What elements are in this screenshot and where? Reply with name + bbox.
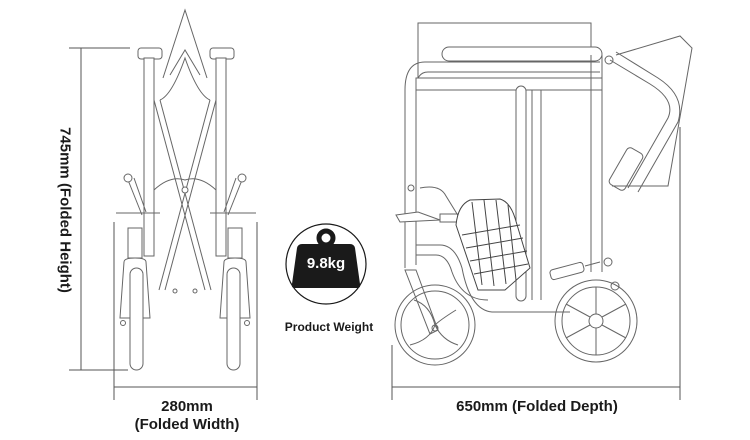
weight-icon [285, 223, 367, 305]
folded-height-label: 745mm (Folded Height) [56, 127, 74, 293]
basket [455, 198, 531, 291]
side-view-wheelchair [394, 22, 693, 366]
product-weight-caption: Product Weight [284, 320, 374, 334]
folded-width-value: 280mm [161, 398, 213, 415]
height-dimension-line [69, 47, 130, 371]
product-weight-value: 9.8kg [306, 255, 346, 272]
depth-dimension-line [391, 127, 681, 400]
folded-depth-label: 650mm (Folded Depth) [456, 398, 618, 415]
front-view-wheelchair [116, 8, 256, 371]
folded-width-caption: (Folded Width) [134, 416, 240, 433]
width-dimension-line [113, 222, 258, 400]
